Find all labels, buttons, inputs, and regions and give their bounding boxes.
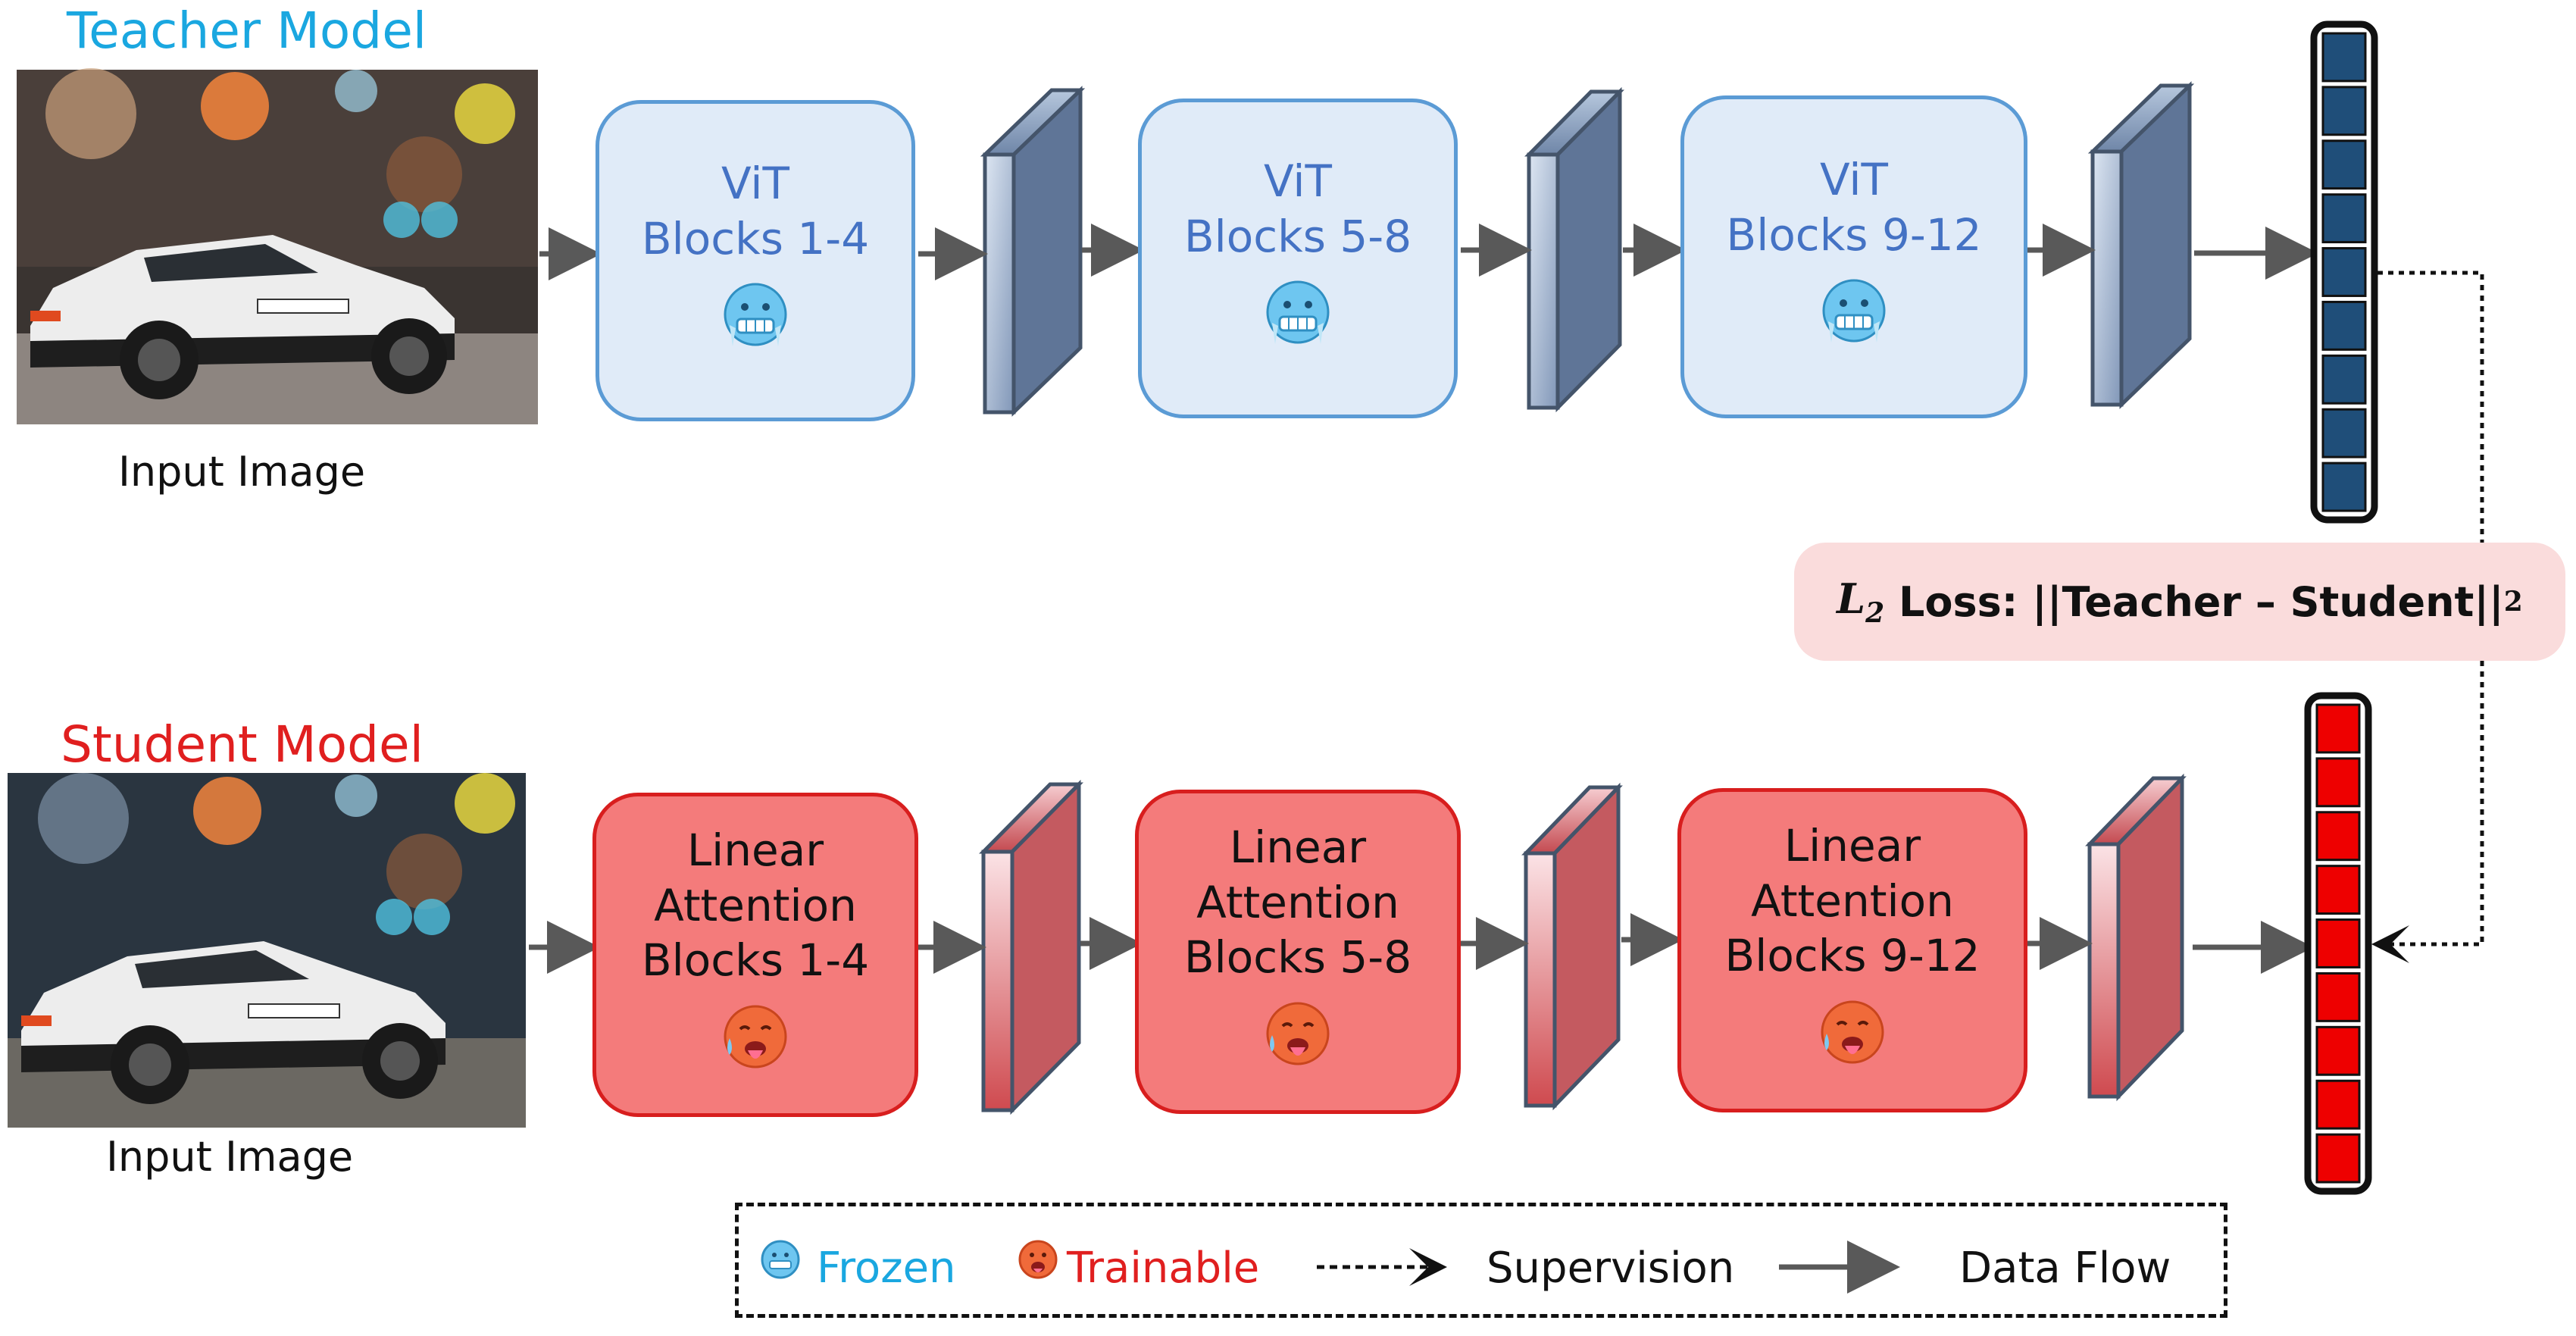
hot-face-icon: [719, 1002, 792, 1087]
frozen-legend-icon: [759, 1238, 802, 1283]
student-linear-attention-block-3: Linear Attention Blocks 9-12: [1677, 788, 2027, 1112]
block-label-line2: Attention: [1751, 875, 1954, 927]
token-cell: [2321, 461, 2367, 512]
legend-box: [735, 1203, 2227, 1318]
block-label-line3: Blocks 5-8: [1183, 931, 1412, 983]
block-label-line1: Linear: [1229, 821, 1367, 873]
legend-trainable-label: Trainable: [1067, 1244, 1260, 1293]
student-input-caption: Input Image: [106, 1133, 354, 1181]
student-output-tokens: [2304, 692, 2372, 1195]
token-cell: [2315, 703, 2361, 754]
block-label-line1: ViT: [1264, 155, 1332, 208]
student-model-title: Student Model: [61, 715, 424, 774]
student-feature-map-1: [979, 779, 1083, 1115]
block-label-line1: ViT: [721, 158, 789, 210]
token-cell: [2315, 811, 2361, 862]
loss-text: Loss: ||Teacher – Student||: [1898, 577, 2504, 626]
trainable-legend-icon: [1017, 1238, 1059, 1283]
teacher-vit-block-3: ViT Blocks 9-12: [1680, 95, 2027, 418]
legend-frozen-label: Frozen: [817, 1244, 956, 1293]
teacher-feature-map-1: [980, 86, 1086, 417]
token-cell: [2321, 139, 2367, 190]
token-cell: [2321, 300, 2367, 351]
student-feature-map-2: [1521, 782, 1623, 1111]
loss-symbol: L2: [1837, 574, 1885, 629]
teacher-input-image: [17, 68, 538, 424]
block-label-line2: Blocks 9-12: [1726, 208, 1982, 261]
token-cell: [2315, 918, 2361, 968]
block-label-line2: Blocks 5-8: [1183, 210, 1412, 262]
student-linear-attention-block-1: Linear Attention Blocks 1-4: [592, 793, 918, 1117]
freezing-face-icon: [719, 280, 792, 365]
l2-loss-label: L2 Loss: ||Teacher – Student||2: [1794, 543, 2565, 661]
token-cell: [2315, 971, 2361, 1022]
token-cell: [2315, 757, 2361, 808]
token-cell: [2315, 1025, 2361, 1076]
token-cell: [2321, 247, 2367, 297]
student-input-image: [8, 773, 526, 1128]
block-label-line1: Linear: [686, 824, 824, 876]
token-cell: [2321, 354, 2367, 405]
student-linear-attention-block-2: Linear Attention Blocks 5-8: [1135, 790, 1461, 1114]
freezing-face-icon: [1818, 276, 1890, 361]
teacher-output-tokens: [2310, 20, 2378, 524]
token-cell: [2315, 865, 2361, 915]
token-cell: [2315, 1133, 2361, 1184]
token-cell: [2321, 86, 2367, 136]
block-label-line2: Attention: [654, 879, 857, 931]
student-feature-map-3: [2085, 773, 2187, 1102]
freezing-face-icon: [1261, 277, 1334, 363]
hot-face-icon: [1261, 999, 1334, 1084]
block-label-line2: Attention: [1196, 876, 1399, 928]
block-label-line1: Linear: [1784, 820, 1921, 871]
block-label-line2: Blocks 1-4: [641, 212, 870, 264]
token-cell: [2321, 193, 2367, 244]
token-cell: [2315, 1079, 2361, 1130]
hot-face-icon: [1816, 997, 1889, 1083]
legend-supervision-label: Supervision: [1487, 1244, 1735, 1293]
token-cell: [2321, 408, 2367, 458]
block-label-line3: Blocks 1-4: [641, 934, 870, 986]
block-label-line3: Blocks 9-12: [1724, 930, 1980, 981]
legend-data-flow-label: Data Flow: [1959, 1244, 2171, 1293]
supervision-arrow: [2371, 271, 2484, 963]
teacher-vit-block-2: ViT Blocks 5-8: [1138, 99, 1458, 418]
token-cell: [2321, 32, 2367, 83]
teacher-feature-map-2: [1524, 86, 1624, 413]
block-label-line1: ViT: [1820, 154, 1888, 206]
student-data-flow-arrows: [529, 913, 2314, 974]
loss-exponent: 2: [2503, 586, 2523, 618]
teacher-feature-map-3: [2087, 81, 2195, 409]
teacher-input-caption: Input Image: [118, 448, 366, 496]
teacher-vit-block-1: ViT Blocks 1-4: [596, 100, 915, 421]
teacher-model-title: Teacher Model: [67, 2, 427, 60]
teacher-data-flow-arrows: [539, 224, 2318, 280]
